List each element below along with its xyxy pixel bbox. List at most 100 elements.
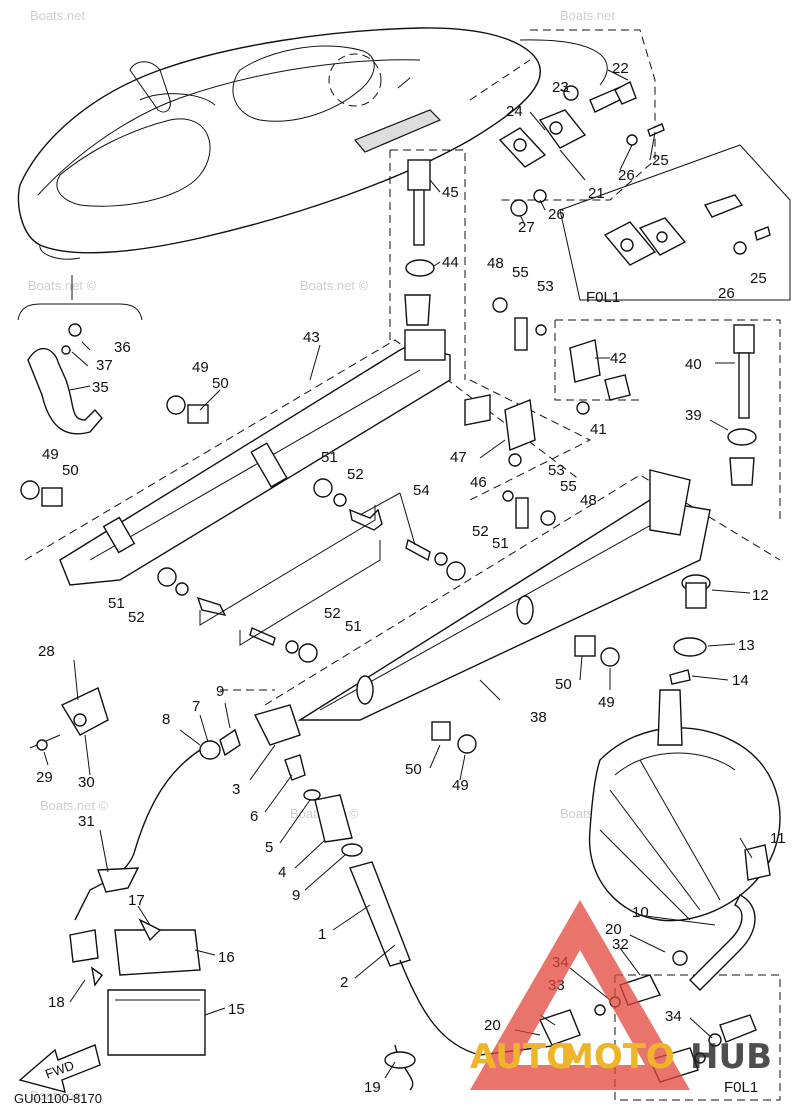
- callout-label: 52: [324, 605, 341, 622]
- jet-pump-housing: [588, 689, 781, 991]
- watermark: Boats.net: [30, 1088, 85, 1103]
- callout-label: 31: [78, 813, 95, 830]
- callout-label: 49: [598, 694, 615, 711]
- fol1-label: F0L1: [586, 289, 620, 306]
- callout-label: 18: [48, 994, 65, 1011]
- callout-label: 26: [618, 167, 635, 184]
- bracket-38: [264, 469, 781, 721]
- callout-label: 12: [752, 587, 769, 604]
- watermark: Boats.net: [30, 8, 85, 23]
- callout-label: 40: [685, 356, 702, 373]
- callout-label: 26: [718, 285, 735, 302]
- callout-label: 9: [216, 683, 224, 700]
- callout-label: 50: [555, 676, 572, 693]
- callout-label: 41: [590, 421, 607, 438]
- callout-label: 35: [92, 379, 109, 396]
- fasteners: [20, 395, 620, 754]
- callout-label: 30: [78, 774, 95, 791]
- callout-label: 5: [265, 839, 273, 856]
- callout-label: 51: [108, 595, 125, 612]
- brand-text-hub: HUB: [690, 1037, 772, 1077]
- callout-label: 21: [588, 185, 605, 202]
- callout-label: 47: [450, 449, 467, 466]
- watercraft-hull: [17, 27, 608, 300]
- watermark: Boats.net ©: [28, 278, 97, 293]
- callout-label: 39: [685, 407, 702, 424]
- callout-label: 36: [114, 339, 131, 356]
- callout-label: 22: [612, 60, 629, 77]
- callout-label: 4: [278, 864, 286, 881]
- callout-label: 50: [405, 761, 422, 778]
- callout-label: 8: [162, 711, 170, 728]
- callout-label: 20: [605, 921, 622, 938]
- callout-label: 52: [347, 466, 364, 483]
- parts-21-27: [498, 81, 665, 217]
- callout-label: 46: [470, 474, 487, 491]
- callout-label: 32: [612, 936, 629, 953]
- fol1-upper-parts: [603, 194, 771, 266]
- callout-label: 52: [128, 609, 145, 626]
- callout-label: 34: [665, 1008, 682, 1025]
- callout-label: 37: [96, 357, 113, 374]
- callout-label: 55: [512, 264, 529, 281]
- callout-label: 27: [518, 219, 535, 236]
- callout-label: 45: [442, 184, 459, 201]
- callout-label: 13: [738, 637, 755, 654]
- brand-text-auto: AUTO: [470, 1037, 575, 1077]
- callout-label: 49: [452, 777, 469, 794]
- callout-label: 26: [548, 206, 565, 223]
- callout-label: 9: [292, 887, 300, 904]
- callout-label: 28: [38, 643, 55, 660]
- watermark: Boats.net: [560, 8, 615, 23]
- drawing-code: GU01100-8170: [14, 1091, 102, 1106]
- brand-text-moto: MOTO: [560, 1037, 675, 1077]
- group-bracket: [17, 303, 143, 321]
- callout-label: 51: [492, 535, 509, 552]
- callout-label: 50: [212, 375, 229, 392]
- callout-label: 53: [548, 462, 565, 479]
- callout-label: 25: [652, 152, 669, 169]
- callout-labels: 1 2 3 4 5 6 7 8 9 9 10 11 12 13 14 15 16…: [36, 60, 786, 1096]
- callout-label: 38: [530, 709, 547, 726]
- callout-label: 55: [560, 478, 577, 495]
- callout-label: 48: [580, 492, 597, 509]
- callout-label: 49: [42, 446, 59, 463]
- brand-watermark: AUTO MOTO HUB: [470, 900, 772, 1090]
- parts-12-14: [669, 574, 711, 685]
- callout-label: 54: [413, 482, 430, 499]
- callout-label: 17: [128, 892, 145, 909]
- callout-label: 3: [232, 781, 240, 798]
- callout-label: 2: [340, 974, 348, 991]
- watermark: Boats.net ©: [300, 278, 369, 293]
- callout-label: 50: [62, 462, 79, 479]
- callout-label: 24: [506, 103, 523, 120]
- callout-label: 44: [442, 254, 459, 271]
- callout-label: 19: [364, 1079, 381, 1096]
- callout-label: 51: [321, 449, 338, 466]
- callout-label: 29: [36, 769, 53, 786]
- fol1-label: F0L1: [724, 1079, 758, 1096]
- callout-label: 16: [218, 949, 235, 966]
- callout-label: 20: [484, 1017, 501, 1034]
- callout-label: 43: [303, 329, 320, 346]
- hose-elbow: [27, 323, 103, 435]
- callout-label: 25: [750, 270, 767, 287]
- hose-assembly: [29, 687, 561, 1091]
- dashed-group-outlines: [220, 29, 791, 1101]
- watermark: Boats.net ©: [40, 798, 109, 813]
- callout-label: 51: [345, 618, 362, 635]
- fwd-arrow: FWD: [18, 1044, 101, 1093]
- callout-label: 52: [472, 523, 489, 540]
- parts-39-48: [404, 159, 757, 529]
- callout-label: 10: [632, 904, 649, 921]
- callout-label: 14: [732, 672, 749, 689]
- callout-label: 42: [610, 350, 627, 367]
- callout-label: 23: [552, 79, 569, 96]
- callout-label: 6: [250, 808, 258, 825]
- callout-label: 1: [318, 926, 326, 943]
- callout-label: 15: [228, 1001, 245, 1018]
- callout-label: 11: [770, 830, 786, 847]
- callout-label: 7: [192, 698, 200, 715]
- callout-label: 53: [537, 278, 554, 295]
